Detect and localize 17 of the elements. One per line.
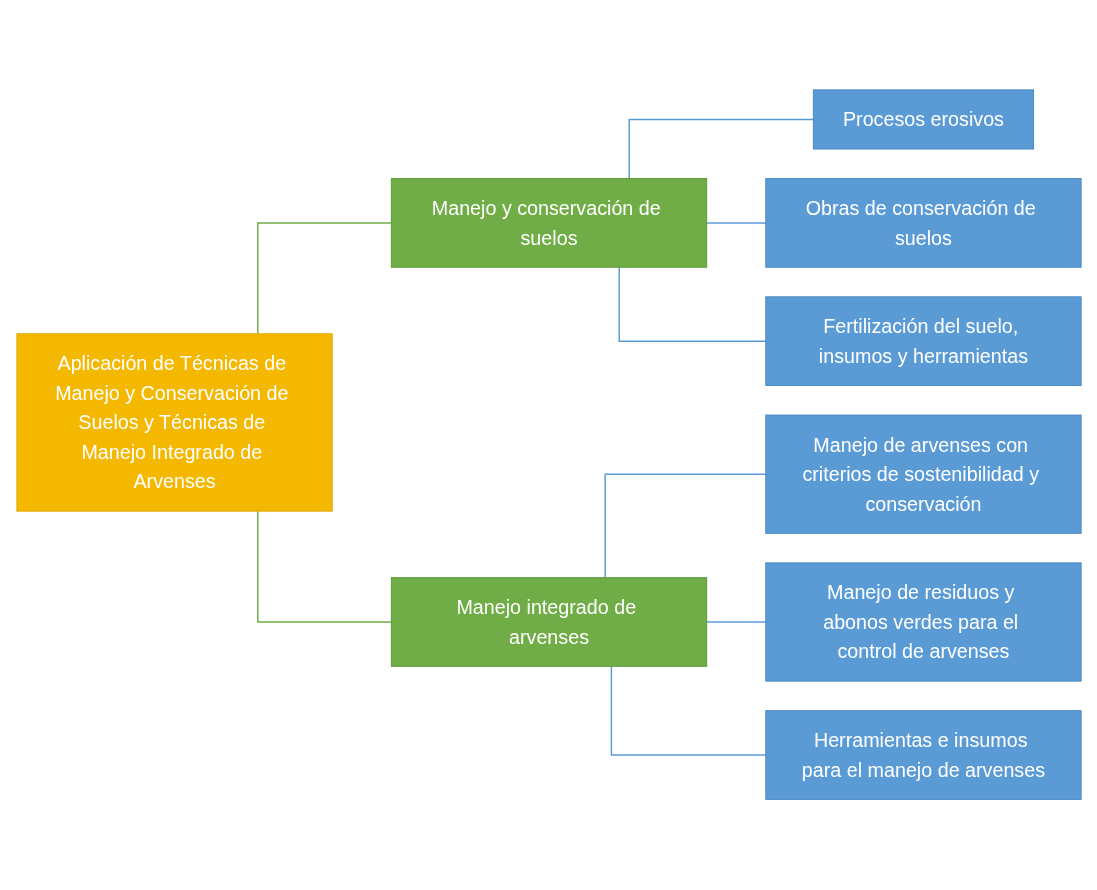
node-box: Fertilización del suelo, insumos y herramientas	[764, 296, 1082, 387]
node-box: Procesos erosivos	[812, 89, 1034, 150]
connector	[610, 665, 767, 757]
node-box: Manejo de residuos y abonos verdes para el control de arvenses	[764, 562, 1082, 682]
connector	[256, 510, 392, 624]
connector	[603, 473, 767, 579]
node-box: Manejo de arvenses con criterios de sostenibilidad y conservación	[764, 414, 1082, 535]
node-box: Obras de conservación de suelos	[764, 178, 1082, 269]
connector	[628, 119, 814, 180]
connector	[705, 621, 767, 624]
node-box: Manejo integrado de arvenses	[390, 577, 707, 668]
connector	[617, 266, 767, 343]
node-box: Herramientas e insumos para el manejo de arvenses	[764, 710, 1082, 801]
node-box: Manejo y conservación de suelos	[390, 178, 707, 269]
node-box: Aplicación de Técnicas de Manejo y Conservación de Suelos y Técnicas de Manejo Integrado de Arvenses	[15, 333, 333, 512]
connector	[705, 222, 767, 225]
connector	[256, 222, 392, 335]
